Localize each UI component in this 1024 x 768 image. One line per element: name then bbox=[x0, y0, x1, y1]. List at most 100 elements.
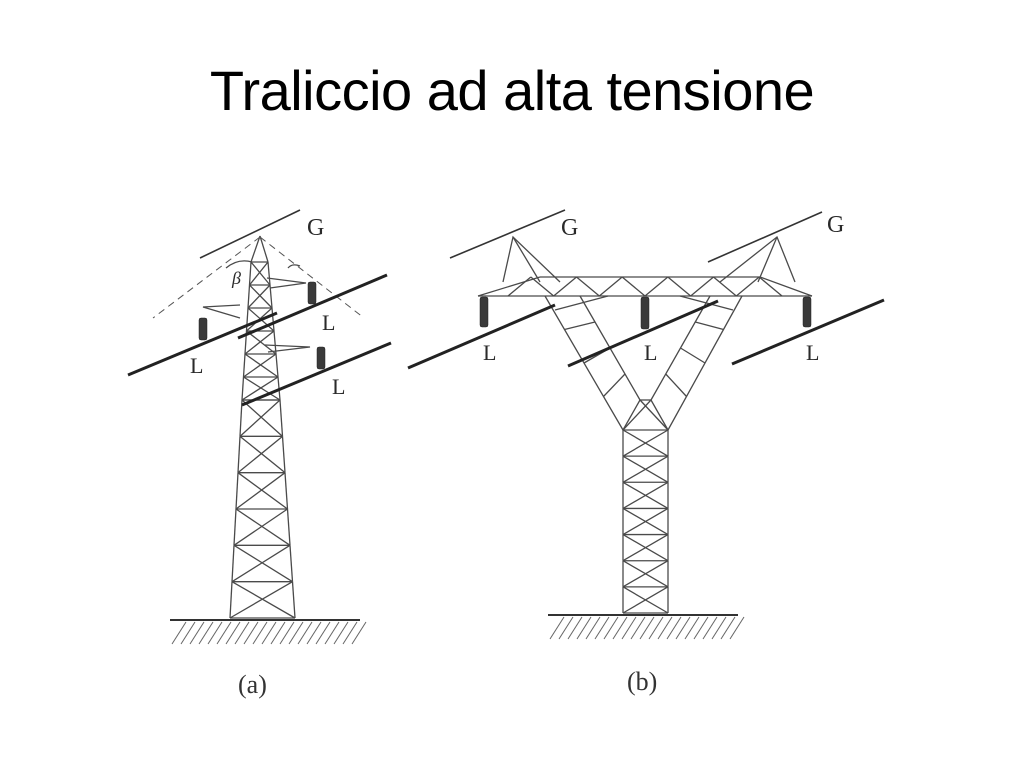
hatch-stroke bbox=[558, 616, 574, 640]
conductor-label-a-lower-right: L bbox=[332, 374, 345, 399]
lower-mast-leg bbox=[284, 472, 289, 510]
hatch-stroke bbox=[711, 616, 727, 640]
ground-wire-label-b-left: G bbox=[561, 215, 578, 241]
hatch-stroke bbox=[198, 621, 214, 645]
beam-brace bbox=[690, 276, 714, 297]
tower-a-crossarms bbox=[202, 277, 311, 353]
hatch-stroke bbox=[324, 621, 340, 645]
tower-a-lattice bbox=[229, 235, 296, 619]
upper-mast-brace bbox=[250, 261, 271, 286]
hatch-stroke bbox=[567, 616, 583, 640]
upper-mast-leg bbox=[269, 284, 273, 309]
hatch-stroke bbox=[180, 621, 196, 645]
hatch-stroke bbox=[657, 616, 673, 640]
ground-wire-b-left bbox=[449, 209, 566, 259]
hatch-stroke bbox=[279, 621, 295, 645]
column-brace bbox=[622, 507, 669, 536]
caption-a: (a) bbox=[238, 670, 267, 699]
hatch-stroke bbox=[234, 621, 250, 645]
upper-mast-leg bbox=[271, 307, 275, 332]
lower-mast-leg bbox=[231, 545, 235, 582]
hatch-stroke bbox=[576, 616, 592, 640]
hatch-stroke bbox=[630, 616, 646, 640]
hatch-stroke bbox=[693, 616, 709, 640]
column-brace bbox=[622, 560, 669, 588]
lower-mast-leg bbox=[235, 472, 239, 510]
hatch-stroke bbox=[702, 616, 718, 640]
lower-mast-leg bbox=[291, 581, 296, 619]
shielding-angle-label: β bbox=[231, 268, 241, 288]
lower-mast-brace bbox=[233, 508, 288, 546]
ground-wire-a bbox=[199, 209, 301, 259]
lower-mast-brace bbox=[229, 581, 293, 619]
hatch-stroke bbox=[333, 621, 349, 645]
hatch-stroke bbox=[351, 621, 367, 645]
lower-mast-brace bbox=[231, 581, 296, 619]
y-arm bbox=[622, 399, 641, 431]
lower-mast-brace bbox=[239, 435, 286, 474]
hatch-stroke bbox=[549, 616, 565, 640]
hatch-stroke bbox=[648, 616, 664, 640]
upper-mast-brace bbox=[244, 330, 275, 355]
hatch-stroke bbox=[171, 621, 187, 645]
column-brace bbox=[622, 586, 669, 614]
upper-mast-leg bbox=[273, 330, 277, 355]
hatch-stroke bbox=[261, 621, 277, 645]
ground-wire-label-b-right: G bbox=[827, 212, 844, 238]
conductor-b-right bbox=[731, 298, 885, 366]
lower-mast-brace bbox=[239, 399, 281, 437]
upper-mast-leg bbox=[248, 261, 252, 286]
tower-a: G β L L L (a) bbox=[127, 209, 392, 699]
hatch-stroke bbox=[225, 621, 241, 645]
lower-mast-brace bbox=[235, 508, 291, 546]
y-arm bbox=[650, 399, 669, 431]
column-brace bbox=[622, 455, 669, 483]
hatch-stroke bbox=[252, 621, 268, 645]
lower-mast-brace bbox=[237, 435, 283, 474]
upper-mast-leg bbox=[245, 307, 249, 332]
beam-brace bbox=[621, 276, 646, 297]
insulator-a-lower-right bbox=[316, 346, 326, 370]
hatch-stroke bbox=[621, 616, 637, 640]
lower-mast-leg bbox=[281, 436, 286, 473]
hatch-stroke bbox=[675, 616, 691, 640]
hatch-stroke bbox=[270, 621, 286, 645]
arm-strut bbox=[665, 373, 687, 397]
upper-mast-brace bbox=[246, 330, 277, 355]
insulator-a-upper-right bbox=[307, 281, 317, 305]
caption-b: (b) bbox=[627, 667, 657, 696]
upper-mast-brace bbox=[243, 353, 277, 378]
lower-mast-leg bbox=[239, 399, 243, 437]
beam-brace bbox=[530, 276, 555, 297]
lower-mast-leg bbox=[289, 545, 294, 582]
lower-mast-leg bbox=[229, 581, 233, 619]
arm-brace bbox=[554, 295, 609, 311]
hatch-stroke bbox=[216, 621, 232, 645]
column-brace bbox=[622, 429, 669, 457]
y-arm bbox=[639, 399, 669, 431]
beam-brace bbox=[644, 276, 669, 297]
upper-mast-leg bbox=[241, 376, 245, 401]
hatch-stroke bbox=[594, 616, 610, 640]
hatch-stroke bbox=[684, 616, 700, 640]
lower-mast-leg bbox=[279, 399, 284, 437]
hatch-stroke bbox=[297, 621, 313, 645]
tower-b-gw-peaks bbox=[502, 235, 796, 283]
conductor-label-b-right: L bbox=[806, 340, 819, 365]
hatch-stroke bbox=[585, 616, 601, 640]
insulator-a-left bbox=[198, 317, 208, 341]
hatch-stroke bbox=[306, 621, 322, 645]
lower-mast-brace bbox=[235, 472, 286, 510]
hatch-stroke bbox=[720, 616, 736, 640]
conductor-label-b-middle: L bbox=[644, 340, 657, 365]
beam-brace bbox=[507, 276, 532, 297]
ground-wire-label-a: G bbox=[307, 215, 324, 241]
upper-mast-brace bbox=[249, 284, 273, 309]
hatch-stroke bbox=[603, 616, 619, 640]
beam-brace bbox=[667, 276, 692, 297]
hatch-stroke bbox=[666, 616, 682, 640]
slide-title: Traliccio ad alta tensione bbox=[209, 59, 815, 122]
upper-mast-brace bbox=[244, 353, 279, 378]
upper-mast-brace bbox=[241, 376, 279, 401]
